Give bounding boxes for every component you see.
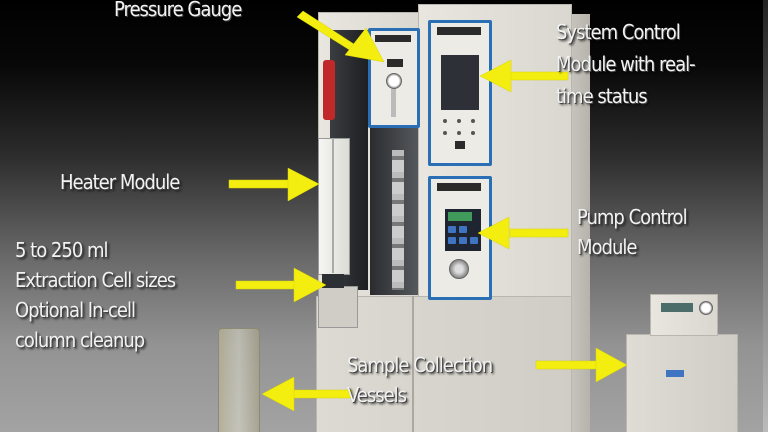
- label-line: Module with real-: [556, 52, 696, 76]
- key: [459, 226, 467, 233]
- label-line: column cleanup: [15, 328, 145, 352]
- extraction-cell-holder: [318, 286, 358, 328]
- pump-lcd: [448, 212, 472, 221]
- arrow-pump-control-icon: [477, 216, 569, 250]
- arrow-heater-module-icon: [228, 167, 320, 202]
- label-sample-collection: Sample Collection Vessels: [347, 350, 493, 410]
- red-solvent-tube: [323, 60, 335, 120]
- gauge-stem: [391, 89, 396, 117]
- label-extraction-cell: 5 to 250 ml Extraction Cell sizes Option…: [15, 235, 176, 355]
- button: [443, 131, 447, 135]
- label-line: Heater Module: [60, 170, 180, 194]
- unit-display: [661, 303, 693, 312]
- key: [459, 237, 467, 244]
- pump-control-panel: [428, 176, 492, 300]
- extraction-cell: [322, 274, 344, 288]
- collection-unit-top: [650, 294, 718, 336]
- label-line: Sample Collection: [347, 353, 493, 377]
- arrow-extraction-cell-icon: [235, 267, 327, 303]
- pressure-gauge-icon: [386, 73, 402, 89]
- arrow-system-control-icon: [479, 59, 569, 93]
- unit-logo: [666, 370, 684, 377]
- status-matrix: [441, 55, 479, 110]
- button: [471, 131, 475, 135]
- arrow-pressure-gauge-icon: [296, 10, 385, 63]
- button: [443, 119, 447, 123]
- pump-head-icon: [449, 259, 469, 279]
- button: [457, 131, 461, 135]
- label-line: Pressure Gauge: [114, 0, 242, 21]
- label-line: time status: [556, 84, 648, 108]
- label-pump-control: Pump Control Module: [577, 202, 688, 262]
- pump-display: [437, 183, 481, 191]
- base-seam: [412, 296, 414, 432]
- key: [470, 237, 478, 244]
- system-control-panel: [428, 20, 492, 166]
- arrow-sample-vessel-icon: [261, 376, 353, 412]
- label-pressure-gauge: Pressure Gauge: [114, 0, 242, 22]
- button: [471, 119, 475, 123]
- key: [448, 237, 456, 244]
- image-edge: [763, 0, 768, 432]
- pump-keypad: [445, 209, 481, 251]
- unit-knob-icon: [699, 301, 713, 315]
- label-line: Vessels: [347, 383, 407, 407]
- gauge-display: [375, 35, 411, 42]
- key: [448, 226, 456, 233]
- label-line: Extraction Cell sizes: [15, 268, 176, 292]
- pressure-gauge-panel: [368, 28, 420, 128]
- label-system-control: System Control Module with real- time st…: [556, 16, 696, 112]
- power-switch: [455, 141, 465, 149]
- heater-module: [318, 138, 350, 275]
- system-display: [437, 27, 481, 35]
- button: [457, 119, 461, 123]
- label-line: System Control: [556, 20, 681, 44]
- heater-seam: [332, 138, 334, 273]
- label-line: Module: [577, 235, 637, 259]
- label-line: 5 to 250 ml: [15, 238, 109, 262]
- label-line: Optional In-cell: [15, 298, 136, 322]
- cabinet-side: [568, 14, 590, 432]
- arrow-collection-unit-icon: [535, 347, 628, 383]
- sample-collection-vessel: [218, 328, 260, 432]
- label-line: Pump Control: [577, 205, 688, 229]
- gauge-readout: [387, 59, 403, 67]
- label-heater-module: Heater Module: [60, 170, 180, 195]
- collection-unit: [626, 334, 738, 432]
- valve-fittings: [392, 150, 404, 290]
